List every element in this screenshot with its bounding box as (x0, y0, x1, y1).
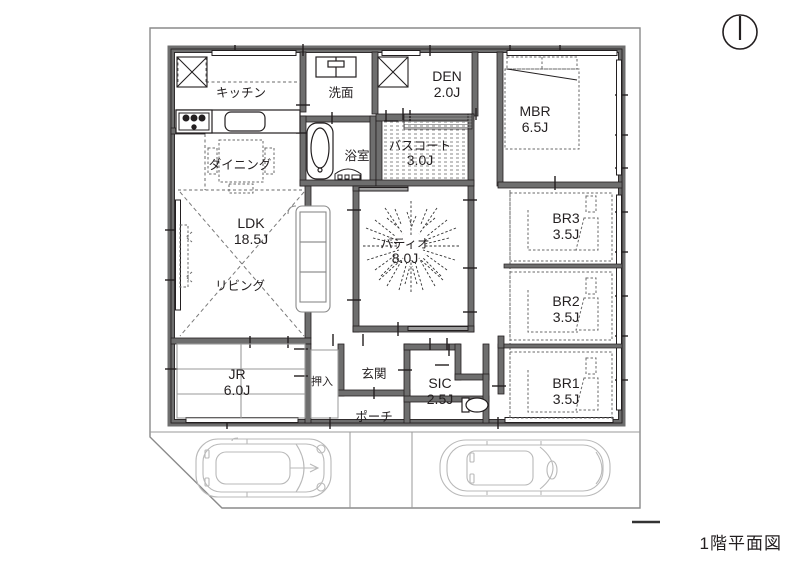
kitchen-stove-icon (178, 112, 210, 131)
bathroom-counter (334, 168, 362, 181)
washroom-vanity (315, 56, 357, 78)
sheet-title: 1階平面図 (699, 534, 782, 553)
parked-car-right (439, 439, 611, 497)
parking-bay-lines (150, 431, 640, 508)
windows (175, 50, 622, 423)
tv-board (179, 224, 193, 288)
living-sofa (287, 205, 331, 313)
closet-interior (310, 349, 339, 419)
den-threshold-hatch (403, 113, 473, 130)
bathcourt-deck-hatch (382, 121, 468, 180)
ldk-zone-cross (179, 191, 305, 337)
washroom-upper-cabinet (377, 56, 409, 88)
kitchen-upper-cabinets (176, 56, 208, 88)
patio-sliding-door (358, 187, 469, 331)
bedroom-zone-dashes (509, 190, 613, 420)
jr-tatami (176, 343, 306, 419)
kitchen-sink-icon (224, 111, 266, 132)
patio-planting (363, 201, 459, 292)
bedroom-doors (575, 217, 599, 411)
compass-north-icon (722, 14, 758, 50)
toilet-icon (461, 397, 489, 413)
bathtub-icon (306, 122, 334, 180)
bedroom-partitions (503, 263, 623, 349)
dining-table-and-chairs (207, 139, 275, 194)
floor-zone-dashes (177, 56, 305, 191)
parked-car-left (195, 437, 332, 498)
mbr-bed (504, 56, 580, 150)
house-outer-wall (167, 45, 626, 427)
